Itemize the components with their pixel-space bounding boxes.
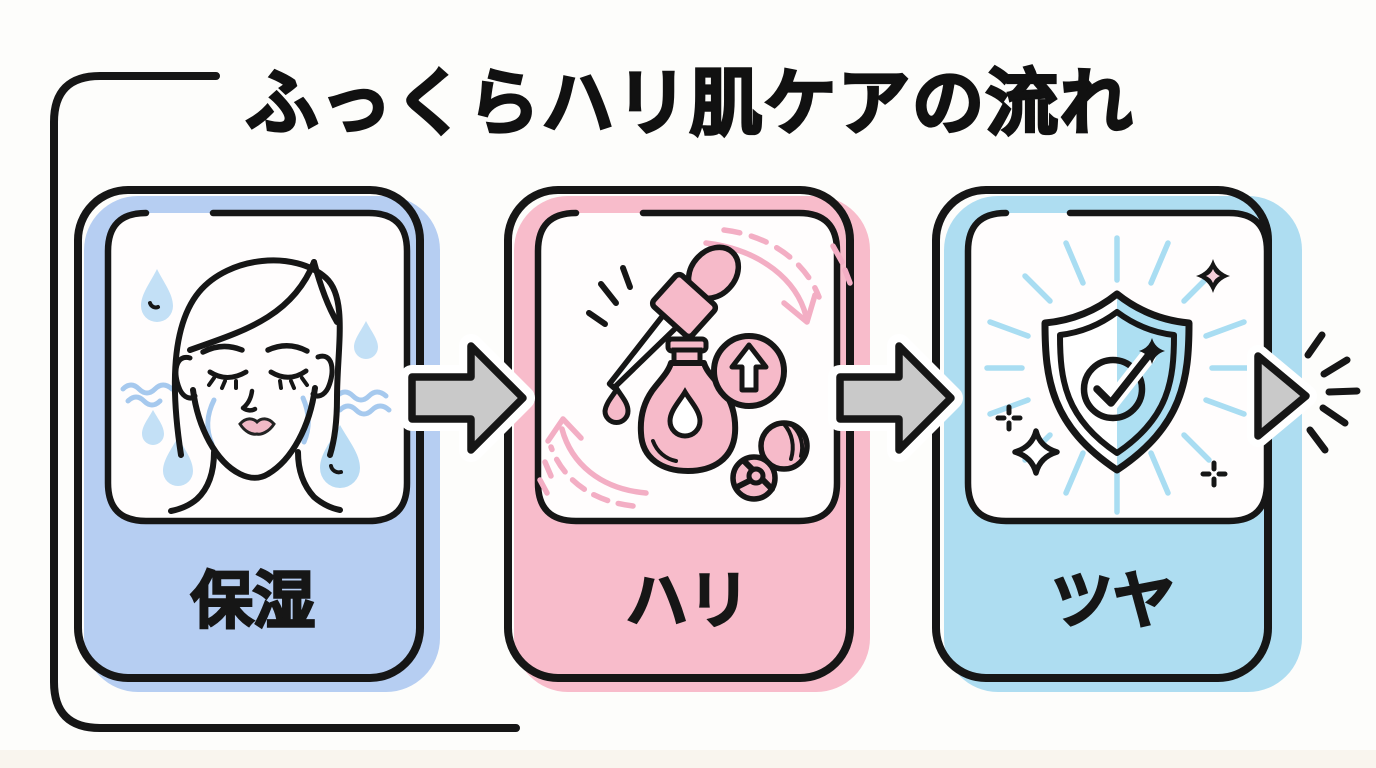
checkmark <box>1093 352 1152 407</box>
icon-panel-outline-moisturizing <box>104 209 411 525</box>
card-outline-firmness <box>504 186 854 682</box>
icon-panel-outline-firmness <box>534 209 841 525</box>
lips <box>238 417 276 436</box>
sparkle-icon <box>1139 338 1165 364</box>
up-arrow <box>729 342 769 393</box>
flow-arrow-1 <box>400 334 535 462</box>
plus-sparkle-icon <box>1200 460 1228 488</box>
water-drop <box>320 425 360 488</box>
hydrated-face-icon <box>120 257 392 514</box>
burst-rays-icon <box>1304 331 1361 454</box>
final-arrow-burst <box>1247 331 1361 454</box>
step-label-glow: ツヤ <box>1051 564 1175 637</box>
flow-arrow-2 <box>828 334 963 462</box>
diagram-title: ふっくらハリ肌ケアの流れ <box>246 61 1134 145</box>
outer-frame-line <box>50 72 520 732</box>
background-bottom-strip <box>0 750 1376 768</box>
step-label-moisturizing: 保湿 <box>191 564 315 637</box>
dropper-collar <box>649 271 719 340</box>
bead <box>730 454 778 502</box>
water-drop <box>142 410 164 445</box>
step-label-firmness: ハリ <box>626 564 750 637</box>
check-circle <box>1080 356 1146 422</box>
water-drop <box>141 269 173 322</box>
water-drop <box>354 321 378 359</box>
plus-sparkle-icon <box>995 404 1023 432</box>
bottle-drop-mark <box>667 387 703 439</box>
serum-dropper-bottle-icon <box>537 227 853 509</box>
water-drop <box>163 437 193 486</box>
shield-check-sparkle-icon <box>984 235 1250 515</box>
card-outline-moisturizing <box>74 186 424 682</box>
sparkle-icon <box>1012 428 1060 476</box>
serum-drop <box>602 384 631 425</box>
icon-panel-outline-glow <box>964 209 1271 525</box>
